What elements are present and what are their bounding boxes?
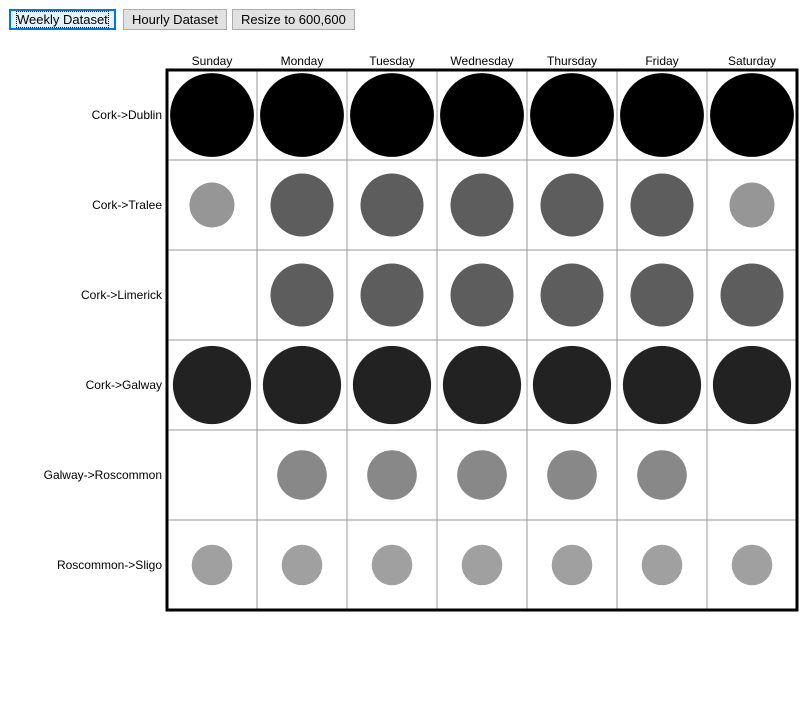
row-label: Cork->Limerick (81, 288, 163, 302)
column-label: Sunday (192, 54, 233, 68)
column-label: Monday (281, 54, 324, 68)
bubble-4-5 (532, 345, 612, 425)
bubble-5-5 (547, 450, 597, 500)
bubble-1-2 (260, 73, 344, 157)
weekly-dataset-label: Weekly Dataset (16, 11, 109, 28)
column-label: Thursday (547, 54, 597, 68)
bubble-6-1 (191, 544, 233, 586)
row-label: Cork->Tralee (92, 198, 162, 212)
bubble-1-1 (170, 73, 254, 157)
resize-button[interactable]: Resize to 600,600 (232, 9, 355, 30)
bubble-6-5 (551, 544, 593, 586)
bubble-4-7 (712, 345, 792, 425)
bubble-2-4 (450, 173, 514, 237)
bubble-6-2 (281, 544, 323, 586)
column-label: Wednesday (450, 54, 513, 68)
bubble-3-3 (360, 263, 424, 327)
bubble-4-3 (352, 345, 432, 425)
bubble-1-3 (350, 73, 434, 157)
column-label: Saturday (728, 54, 776, 68)
bubble-2-2 (270, 173, 334, 237)
bubble-6-7 (731, 544, 773, 586)
bubble-6-4 (461, 544, 503, 586)
bubble-5-4 (457, 450, 507, 500)
bubble-3-6 (630, 263, 694, 327)
bubble-2-3 (360, 173, 424, 237)
bubble-4-4 (442, 345, 522, 425)
bubble-4-2 (262, 345, 342, 425)
plot-border (165, 68, 799, 612)
bubble-5-2 (277, 450, 327, 500)
bubble-3-2 (270, 263, 334, 327)
column-label: Tuesday (369, 54, 415, 68)
bubble-2-1 (189, 182, 235, 228)
bubble-3-5 (540, 263, 604, 327)
bubble-4-1 (172, 345, 252, 425)
row-label: Cork->Dublin (92, 108, 162, 122)
column-label: Friday (645, 54, 678, 68)
bubble-6-3 (371, 544, 413, 586)
bubble-3-7 (720, 263, 784, 327)
bubble-1-7 (710, 73, 794, 157)
bubble-1-5 (530, 73, 614, 157)
hourly-dataset-button[interactable]: Hourly Dataset (123, 9, 227, 30)
bubble-5-3 (367, 450, 417, 500)
bubble-2-5 (540, 173, 604, 237)
row-label: Galway->Roscommon (44, 468, 162, 482)
bubble-2-7 (729, 182, 775, 228)
bubble-2-6 (630, 173, 694, 237)
bubble-6-6 (641, 544, 683, 586)
bubble-4-6 (622, 345, 702, 425)
bubble-1-6 (620, 73, 704, 157)
row-label: Roscommon->Sligo (57, 558, 162, 572)
row-label: Cork->Galway (86, 378, 162, 392)
weekly-dataset-button[interactable]: Weekly Dataset (9, 9, 116, 30)
bubble-5-6 (637, 450, 687, 500)
bubble-1-4 (440, 73, 524, 157)
bubble-3-4 (450, 263, 514, 327)
